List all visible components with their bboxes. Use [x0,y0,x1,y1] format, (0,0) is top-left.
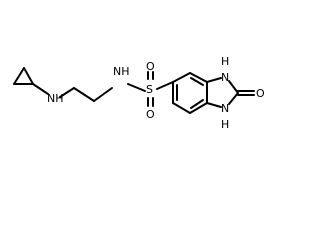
ring-n-top-label: N [221,71,229,84]
ring-nh-top-hydrogen-label: H [221,55,229,68]
bond [23,67,34,85]
bond [189,102,208,114]
molecule-diagram: NH NH S O O H N N H O [13,55,265,131]
bond [32,83,49,95]
bond [59,87,75,98]
bond [189,72,208,83]
bond [190,99,204,109]
bond [206,102,222,108]
bond [190,77,204,86]
sulfonyl-oxygen-bottom-label: O [146,108,155,121]
bond [228,80,239,94]
sulfonamide-nh-label: NH [113,65,130,78]
bond [73,87,95,102]
ring-n-bottom-label: N [221,102,229,115]
linker-chain [32,83,146,102]
amine-nh-label: NH [47,92,64,105]
sulfonyl-oxygen-top-label: O [146,60,155,73]
sulfonyl-bonds [147,71,174,107]
bond [172,72,191,83]
bond [127,83,146,92]
atom-labels: NH NH S O O H N N H O [47,55,265,131]
imidazolone-ring [206,77,255,108]
bond [13,67,25,85]
cyclopropyl-ring [13,67,34,85]
bond [93,87,113,102]
ring-nh-bottom-hydrogen-label: H [221,118,229,131]
bond [228,92,239,105]
bond [156,81,174,90]
benzene-ring [172,72,208,114]
bond [206,77,222,83]
sulfur-label: S [146,83,153,96]
carbonyl-oxygen-label: O [256,87,265,100]
bond [172,102,191,114]
